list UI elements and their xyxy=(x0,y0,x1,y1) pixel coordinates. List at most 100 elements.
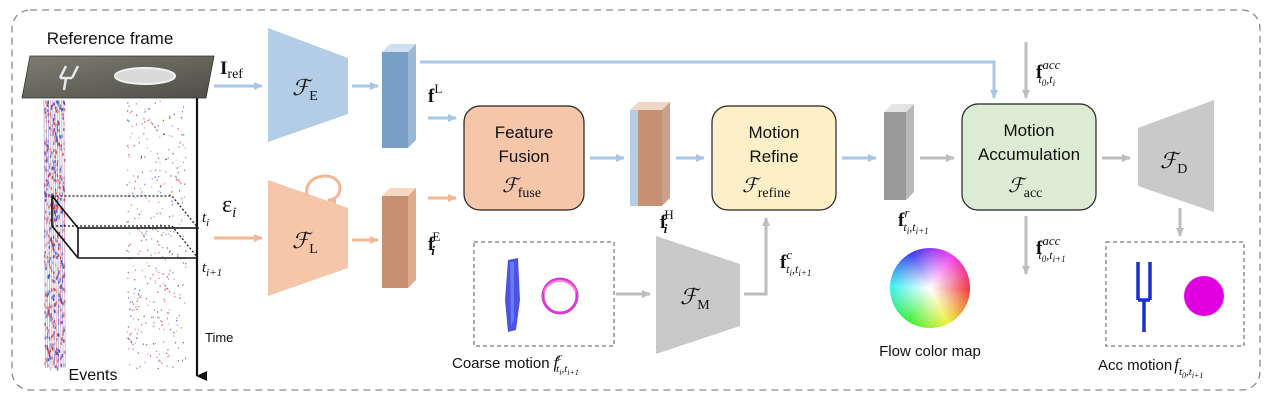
event-dot xyxy=(160,309,162,311)
event-dot xyxy=(134,328,136,330)
event-dot xyxy=(54,365,57,369)
event-dot xyxy=(49,112,51,116)
event-dot xyxy=(134,269,137,271)
event-dot xyxy=(58,217,60,220)
svg-text:Motion: Motion xyxy=(1003,121,1054,140)
event-dot xyxy=(52,220,54,224)
event-dot xyxy=(162,231,164,234)
event-dot xyxy=(63,265,65,269)
event-dot xyxy=(138,142,140,144)
event-dot xyxy=(52,159,54,163)
event-dot xyxy=(46,294,49,297)
event-dot xyxy=(171,200,173,202)
event-dot xyxy=(134,217,136,220)
event-dot xyxy=(63,212,66,216)
event-dot xyxy=(46,156,49,160)
event-dot xyxy=(46,233,48,236)
event-dot xyxy=(63,314,65,318)
svg-text:Motion: Motion xyxy=(748,123,799,142)
event-dot xyxy=(54,304,56,308)
event-streak xyxy=(61,99,64,369)
event-dot xyxy=(127,147,129,149)
event-dot xyxy=(52,294,54,298)
event-dot xyxy=(50,151,52,155)
event-dot xyxy=(48,221,51,225)
event-dot xyxy=(45,192,48,196)
event-dot xyxy=(127,144,129,147)
event-dot xyxy=(168,273,170,276)
time-label: Time xyxy=(205,330,233,345)
event-dot xyxy=(50,115,52,119)
event-dot xyxy=(155,267,157,269)
event-dot xyxy=(49,367,52,371)
event-dot xyxy=(57,272,59,276)
event-dot xyxy=(160,360,162,362)
event-dot xyxy=(53,129,55,133)
event-dot xyxy=(150,150,152,152)
event-dot xyxy=(158,360,160,363)
event-dot xyxy=(153,309,155,311)
event-dot xyxy=(170,230,172,233)
outer-frame xyxy=(11,9,1261,391)
event-dot xyxy=(127,291,129,293)
event-dot xyxy=(181,218,183,220)
event-dot xyxy=(60,210,62,214)
event-dot xyxy=(61,316,63,320)
event-dot xyxy=(177,253,179,256)
event-dot xyxy=(50,315,52,319)
event-dot xyxy=(141,171,144,173)
event-dot xyxy=(58,280,60,284)
event-dot xyxy=(46,217,48,221)
event-dot xyxy=(51,296,53,300)
event-dot xyxy=(56,162,58,166)
event-dot xyxy=(130,340,132,343)
event-dot xyxy=(56,338,58,342)
event-dot xyxy=(45,168,47,172)
event-dot xyxy=(159,212,161,215)
event-dot xyxy=(156,128,158,131)
event-dot xyxy=(49,163,51,167)
event-dot xyxy=(58,292,60,295)
event-dot xyxy=(47,174,50,178)
event-dot xyxy=(137,253,139,255)
event-dot xyxy=(57,236,59,240)
event-dot xyxy=(62,330,64,334)
event-dot xyxy=(44,141,46,145)
event-dot xyxy=(53,271,55,275)
event-dot xyxy=(185,357,187,360)
event-dot xyxy=(46,143,49,147)
event-dot xyxy=(180,219,182,222)
event-dot xyxy=(173,113,175,115)
event-dot xyxy=(54,213,56,216)
encoder-l: ℱL xyxy=(268,174,348,296)
event-dot xyxy=(149,108,151,110)
event-dot xyxy=(182,284,184,286)
event-dot xyxy=(44,311,46,315)
event-dot xyxy=(49,148,51,152)
events-label: Events xyxy=(69,367,118,384)
event-dot xyxy=(44,251,46,255)
event-dot xyxy=(169,115,171,117)
event-dot xyxy=(55,151,57,155)
event-dot xyxy=(54,342,56,346)
event-dot xyxy=(56,347,58,351)
event-dot xyxy=(129,308,131,310)
event-dot xyxy=(154,280,156,282)
event-dot xyxy=(53,204,56,208)
event-dot xyxy=(57,110,59,113)
event-dot xyxy=(161,362,163,364)
event-dot xyxy=(173,335,175,337)
event-dot xyxy=(47,100,49,104)
event-dot xyxy=(126,250,128,252)
event-dot xyxy=(158,201,160,203)
arrow-fm-to-refine xyxy=(744,217,770,296)
event-dot xyxy=(156,356,158,358)
event-dot xyxy=(157,317,159,319)
event-dot xyxy=(44,230,46,234)
event-dot xyxy=(63,181,65,185)
event-dot xyxy=(56,352,58,356)
event-dot xyxy=(167,349,169,351)
event-dot xyxy=(44,151,46,155)
